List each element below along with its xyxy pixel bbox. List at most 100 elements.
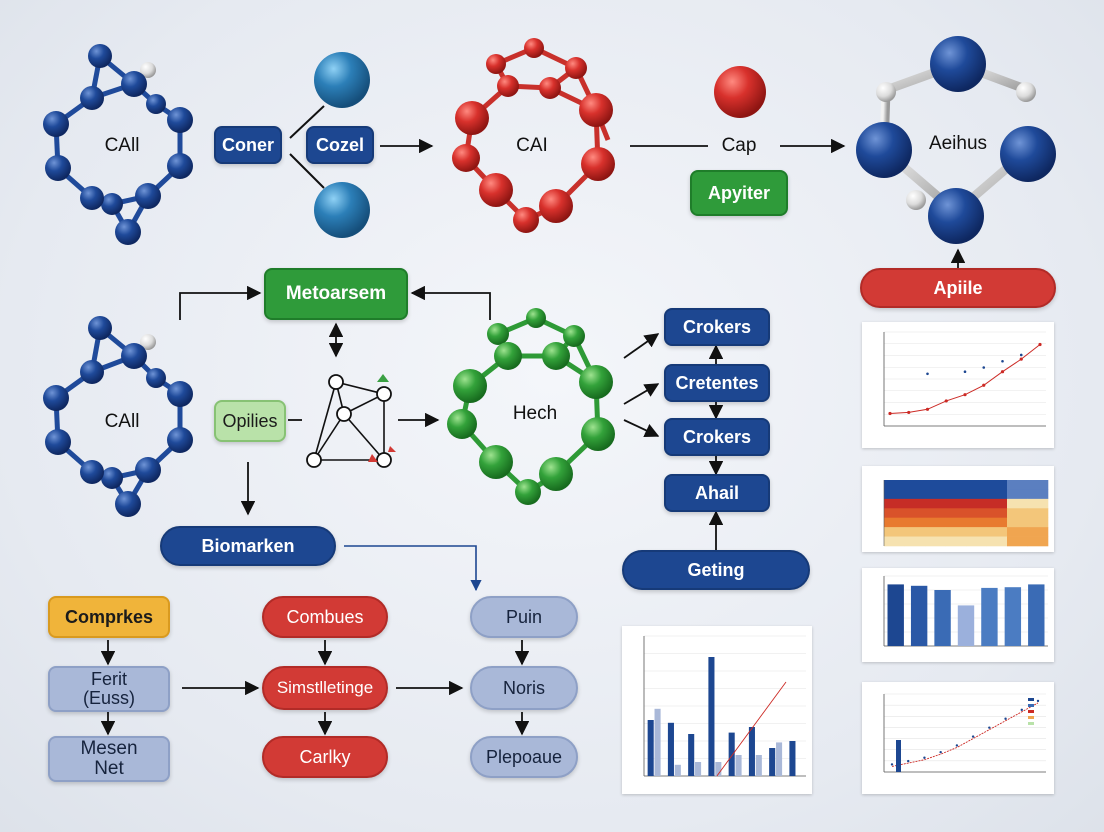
data-point <box>1019 357 1023 361</box>
heatmap-cell <box>966 527 987 537</box>
heatmap-cell <box>1007 489 1028 500</box>
molecule-label-top-right: Aeihus <box>928 133 988 154</box>
heatmap-cell <box>1027 480 1049 490</box>
molecule-mid-left <box>43 316 193 517</box>
heatmap-cell <box>884 536 905 547</box>
heatmap-cell <box>945 527 967 537</box>
box-geting: Geting <box>622 550 810 590</box>
heatmap-cell <box>925 480 946 490</box>
data-point <box>1020 708 1023 712</box>
heatmap-cell <box>986 480 1008 490</box>
molecule-label-top-left: CAll <box>104 135 140 156</box>
heatmap-cell <box>966 517 987 528</box>
chart-bar-grouped <box>622 626 812 794</box>
box-comprkes: Comprkes <box>48 596 170 638</box>
chart-line-scatter-2 <box>862 682 1054 794</box>
heatmap-cell <box>986 498 1008 509</box>
data-point-secondary <box>982 366 986 369</box>
heatmap-cell <box>1007 517 1028 528</box>
data-point <box>971 735 975 738</box>
box-combues: Combues <box>262 596 388 638</box>
heatmap-cell <box>904 508 926 519</box>
chart-heatmap <box>862 466 1054 552</box>
heatmap-cell <box>1027 489 1049 500</box>
data-point <box>1000 370 1005 374</box>
heatmap-cell <box>986 536 1008 547</box>
data-point <box>1036 699 1040 703</box>
bar-series-1 <box>667 722 674 776</box>
bar-series-2 <box>776 742 783 776</box>
legend-swatch <box>1028 698 1034 701</box>
molecule-mid-center <box>447 308 615 505</box>
bar-series-1 <box>728 732 735 776</box>
data-point <box>955 744 959 747</box>
label-cap: Cap <box>721 135 757 156</box>
bar <box>910 585 928 646</box>
bar-series-1 <box>688 734 695 776</box>
heatmap-cell <box>1027 508 1049 519</box>
chart-bar-1 <box>862 568 1054 662</box>
heatmap-cell <box>945 498 967 509</box>
heatmap-cell <box>884 517 905 528</box>
heatmap-cell <box>945 536 967 547</box>
heatmap-cell <box>925 508 946 519</box>
heatmap-cell <box>1007 480 1028 490</box>
heatmap-cell <box>945 489 967 500</box>
heatmap-cell <box>884 508 905 519</box>
bar-series-2 <box>735 755 742 776</box>
heatmap-cell <box>945 508 967 519</box>
molecule-top-center <box>452 38 615 233</box>
data-point <box>907 759 910 763</box>
data-point <box>907 410 911 415</box>
bar-series-2 <box>695 762 702 776</box>
heatmap-cell <box>966 536 987 547</box>
heatmap-cell <box>925 517 946 528</box>
bar-series-1 <box>748 727 755 776</box>
data-point <box>988 726 991 729</box>
data-point <box>944 399 948 403</box>
heatmap-cell <box>945 480 967 490</box>
heatmap-cell <box>1027 517 1049 528</box>
bar-series-1 <box>769 748 776 776</box>
bar-series-2 <box>654 708 661 776</box>
heatmap-cell <box>1007 536 1028 547</box>
data-point <box>888 411 892 416</box>
box-noris: Noris <box>470 666 578 710</box>
bar <box>934 590 951 646</box>
box-ferit: Ferit (Euss) <box>48 666 170 712</box>
heatmap-cell <box>904 480 926 490</box>
box-plepoaue: Plepoaue <box>470 736 578 778</box>
heatmap-cell <box>945 517 967 528</box>
arrow-left-to-metoarsem <box>179 285 262 320</box>
heatmap-cell <box>966 489 987 500</box>
trend-line <box>716 681 787 777</box>
bar-series-1 <box>647 720 654 776</box>
data-point-secondary <box>1019 353 1023 357</box>
data-point <box>925 407 930 411</box>
bar-series-1 <box>789 741 796 776</box>
molecule-label-top-center: CAI <box>516 135 548 156</box>
heatmap-cell <box>986 517 1008 528</box>
heatmap-cell <box>986 527 1008 537</box>
data-point <box>939 750 942 754</box>
heatmap-cell <box>904 498 926 509</box>
box-cretentes: Cretentes <box>664 364 770 402</box>
data-point <box>1004 717 1007 720</box>
heatmap-cell <box>986 489 1008 500</box>
heatmap-cell <box>1007 498 1028 509</box>
heatmap-cell <box>986 508 1008 519</box>
heatmap-cell <box>1007 527 1028 537</box>
arrow-hech-to-crokers2 <box>623 419 660 437</box>
molecule-top-right <box>856 36 1056 244</box>
arrow-hech-to-cretentes <box>623 383 660 405</box>
molecule-label-mid-left: CAll <box>104 411 140 432</box>
legend-swatch <box>1028 716 1034 719</box>
heatmap-cell <box>1027 536 1049 547</box>
heatmap-cell <box>884 480 905 490</box>
heatmap-cell <box>904 527 926 537</box>
molecule-label-mid-center: Hech <box>512 403 558 424</box>
bar <box>887 584 904 646</box>
heatmap-cell <box>904 489 926 500</box>
heatmap-cell <box>925 498 946 509</box>
